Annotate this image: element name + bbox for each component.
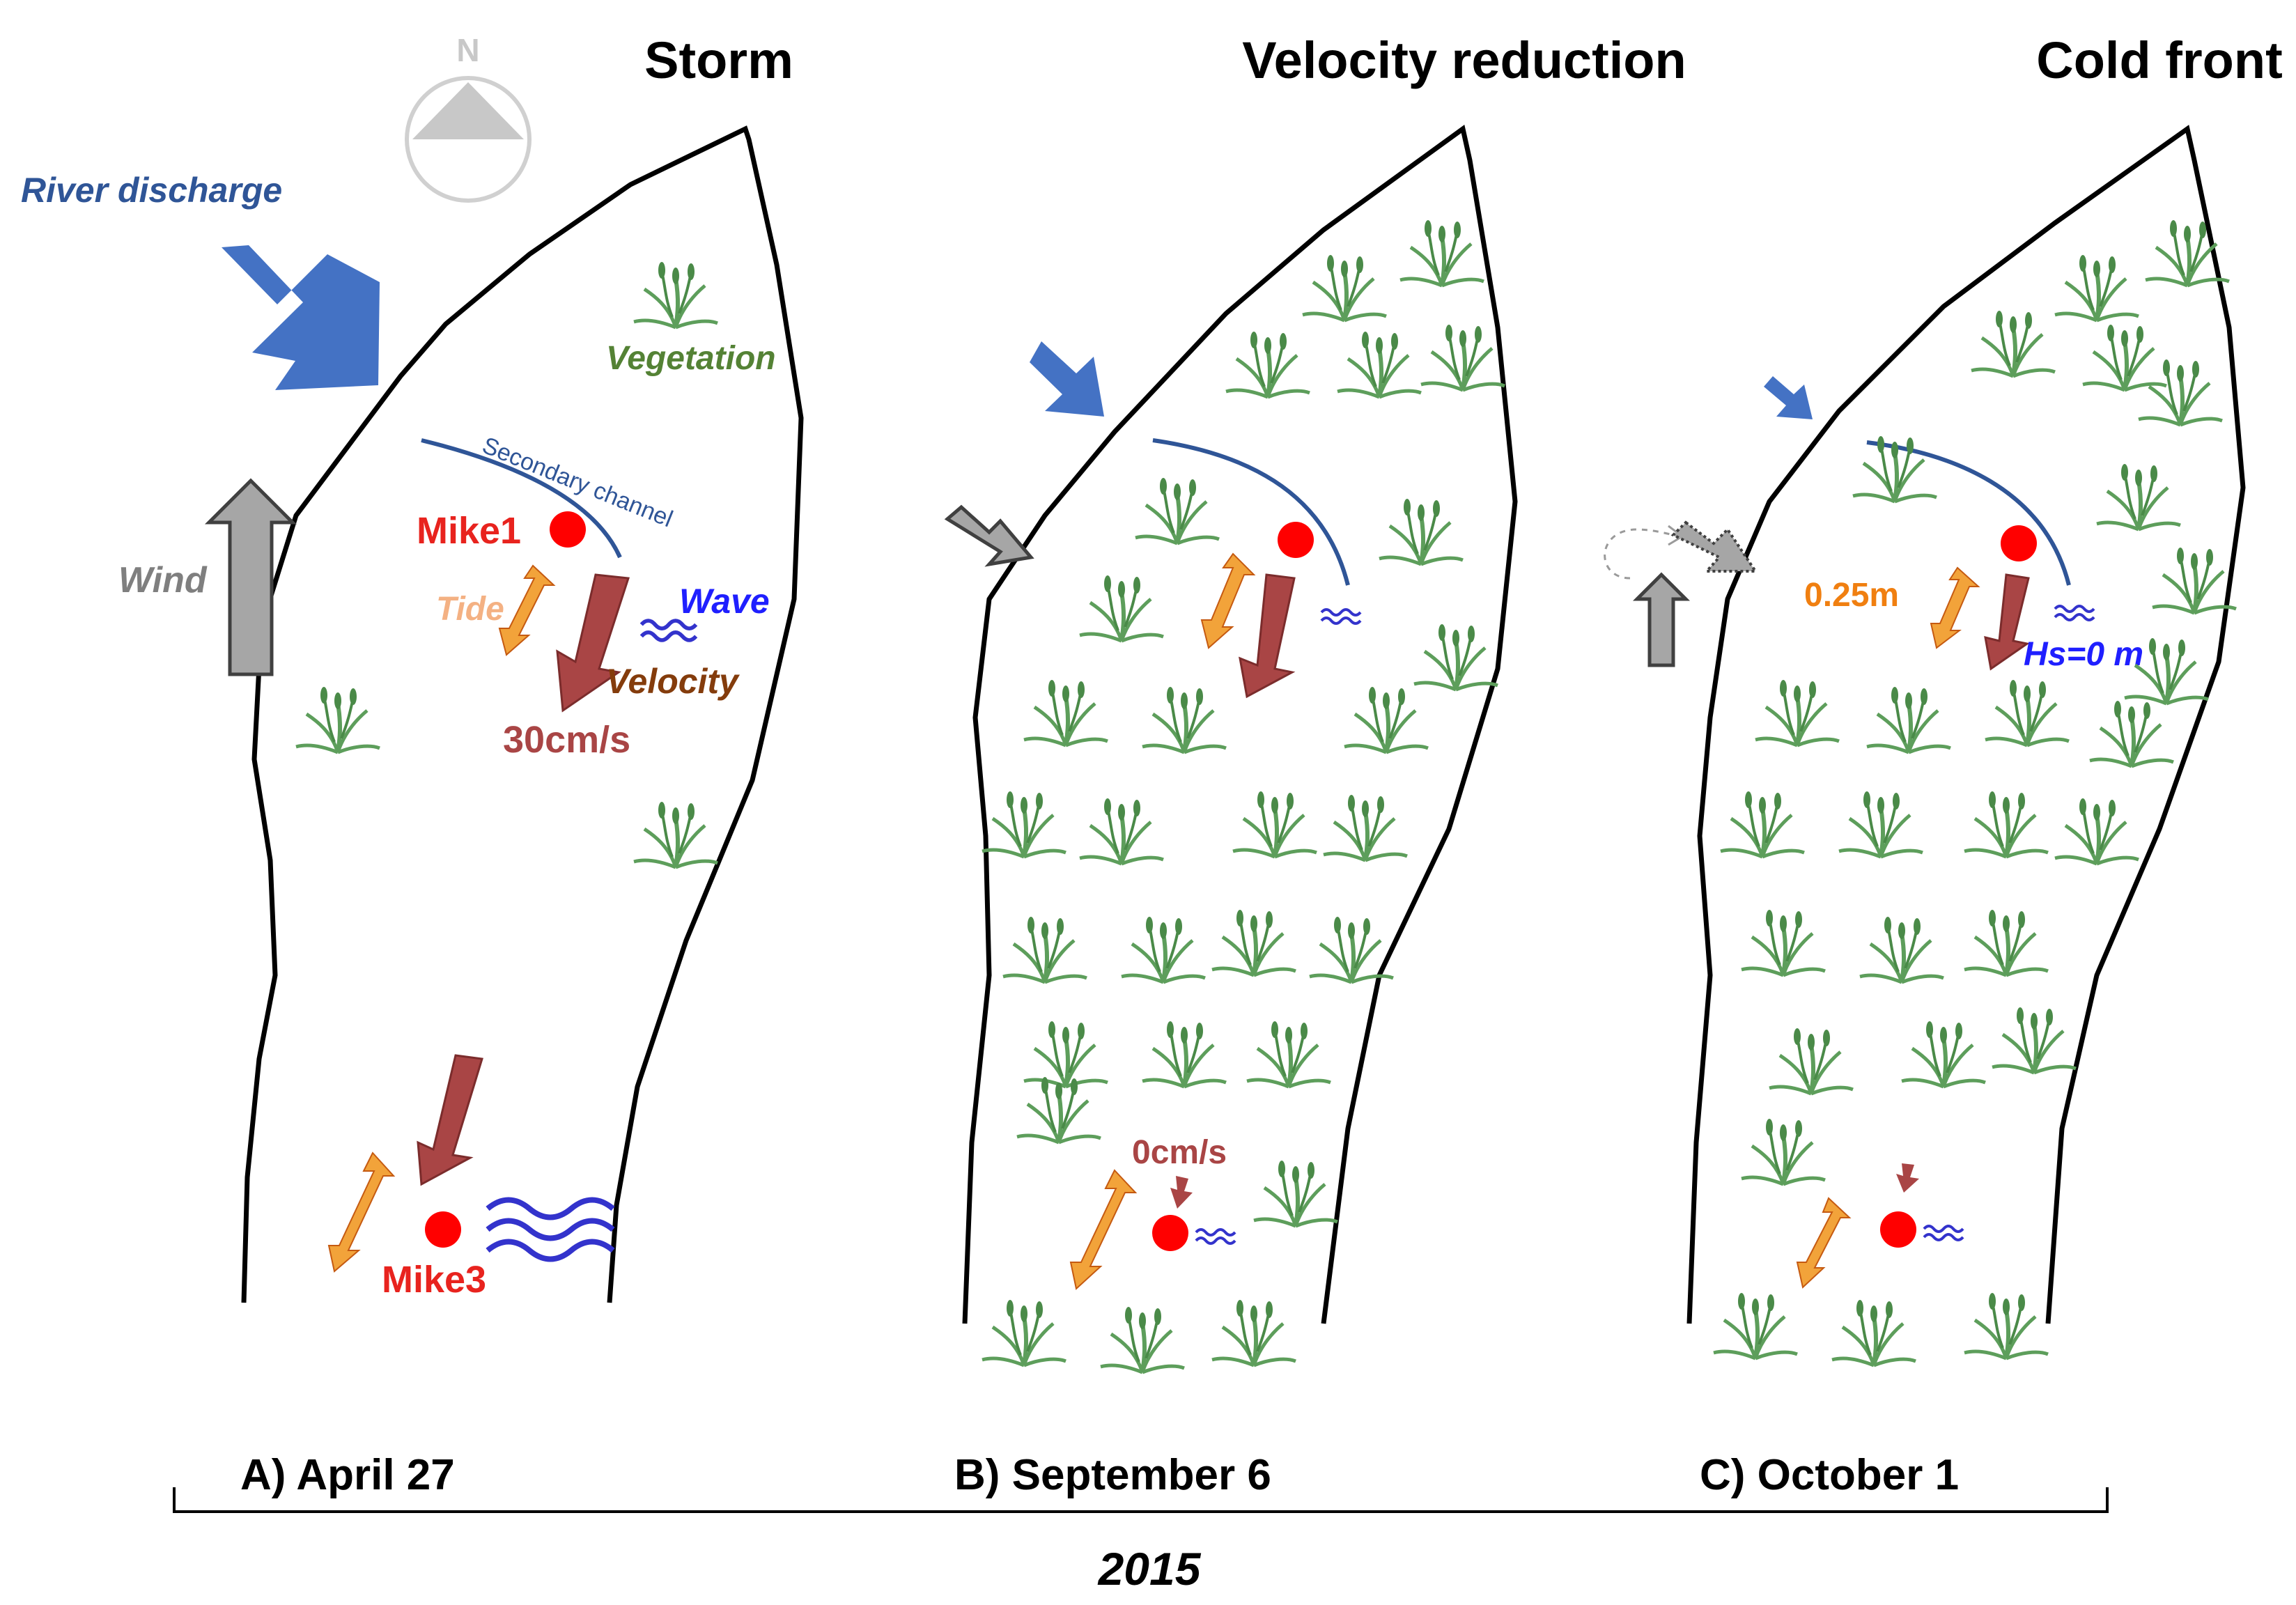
river-discharge-arrow-c [1764,376,1813,419]
panel-b-marsh-outline [962,125,1518,1324]
tide-label: Tide [436,591,504,628]
tide-arrow-c [1930,566,1980,649]
timeline: A) April 27 B) September 6 C) October 1 … [173,1451,2109,1595]
wave-icon [642,621,696,640]
compass-north-label: N [456,32,479,68]
compass-icon: N [405,32,532,203]
panel-a: River discharge Vegetation Secondary cha… [21,125,804,1303]
tide-arrow-c-lower [1796,1197,1852,1289]
velocity-arrow-lower [417,1054,483,1186]
tide-arrow-lower [327,1152,396,1273]
panel-a-marsh-outline [241,125,804,1303]
secondary-channel-b [1152,438,1350,586]
tide-arrow-b [1200,552,1256,649]
wind-arrow-c [1632,572,1691,667]
mike3-station-dot-b [1152,1215,1188,1251]
panel-c: 0.25m Hs=0 m [1604,125,2246,1365]
panel-b-title: Velocity reduction [1242,31,1686,89]
wave-icon-b-lower [1195,1228,1236,1245]
wind-arrow [204,478,297,676]
wave-icon-large [486,1197,615,1262]
river-discharge-arrow [222,245,380,390]
velocity-arrow-small-b [1170,1176,1193,1209]
panel-a-date-label: A) April 27 [240,1451,455,1499]
tide-arrow-b-lower [1069,1169,1138,1290]
wind-arrow-c-dotted [1670,520,1758,573]
grass-icon-b [982,220,1505,1372]
wind-prior-direction [1604,528,1680,580]
wind-arrow-b [944,504,1034,567]
mike3-label: Mike3 [382,1259,486,1301]
tide-arrow [498,564,556,656]
velocity-reduced-value: 0cm/s [1132,1134,1227,1171]
mike1-station-dot [550,511,586,548]
mike1-station-dot-b [1278,522,1314,558]
wind-label: Wind [118,560,208,600]
wave-icon-c-lower [1923,1225,1964,1241]
mike1-station-dot-c [2001,525,2037,561]
wave-icon-b [1320,608,1362,625]
panel-b-date-label: B) September 6 [954,1451,1271,1499]
velocity-label: Velocity [606,662,740,701]
velocity-arrow-b [1239,573,1296,699]
mike3-station-dot-c [1880,1211,1916,1248]
wave-icon-c [2054,605,2095,621]
velocity-arrow-c [1984,573,2030,671]
vegetation-label: Vegetation [606,340,776,377]
velocity-arrow [556,573,630,713]
velocity-arrow-small-c [1896,1163,1919,1193]
secondary-channel-c [1866,440,2071,586]
secondary-channel [421,438,622,559]
panel-a-title: Storm [644,31,793,89]
panel-c-marsh-outline [1686,125,2246,1324]
panel-c-date-label: C) October 1 [1700,1451,1959,1499]
tide-value: 0.25m [1804,577,1899,614]
mike3-station-dot [425,1211,461,1248]
grass-icon-c [1714,220,2236,1365]
panel-c-title: Cold front [2036,31,2282,89]
wave-label: Wave [679,582,770,621]
river-discharge-arrow-b [1030,341,1104,417]
wave-height-value: Hs=0 m [2024,636,2143,673]
year-label: 2015 [1097,1543,1202,1595]
velocity-value: 30cm/s [503,719,630,761]
mike1-label: Mike1 [417,510,521,552]
timeline-bracket [173,1487,2109,1513]
panel-b: 0cm/s [944,125,1518,1372]
river-discharge-label: River discharge [21,171,282,210]
